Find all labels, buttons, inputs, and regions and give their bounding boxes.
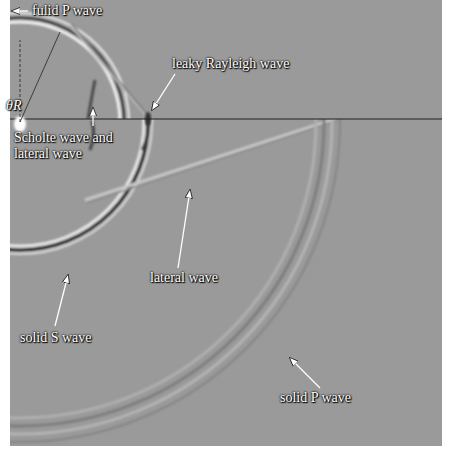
leader-arrow bbox=[55, 275, 68, 326]
leader-arrow bbox=[12, 10, 28, 11]
interface-line bbox=[10, 119, 442, 120]
wave-label: Scholte wave and lateral wave bbox=[14, 130, 126, 162]
leader-arrow bbox=[92, 108, 93, 126]
angle-line bbox=[20, 32, 60, 122]
wave-label: θR bbox=[6, 98, 21, 114]
background bbox=[10, 0, 442, 446]
wave-label: solid S wave bbox=[20, 330, 92, 346]
leader-arrow bbox=[152, 74, 175, 110]
wave-label: fulid P wave bbox=[32, 3, 102, 19]
leader-arrow bbox=[178, 190, 190, 268]
source bbox=[14, 116, 26, 132]
wave-label: solid P wave bbox=[280, 390, 351, 406]
leader-arrow bbox=[290, 358, 320, 388]
fluid-p-wavefront bbox=[10, 13, 150, 119]
wave-label: leaky Rayleigh wave bbox=[172, 56, 289, 72]
wave-label: lateral wave bbox=[150, 270, 218, 286]
